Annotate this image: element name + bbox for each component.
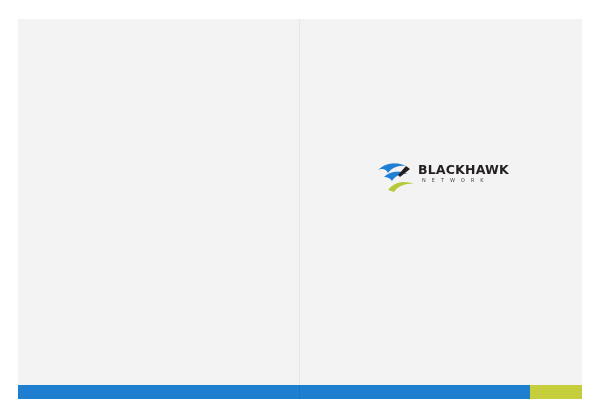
blackhawk-network-logo: BLACKHAWK NETWORK <box>376 160 516 196</box>
bottom-bar-fold-seam <box>299 385 300 399</box>
bottom-blue-bar <box>18 385 530 399</box>
bottom-green-bar <box>530 385 582 399</box>
blackhawk-swoosh-icon <box>378 163 414 192</box>
center-fold-line <box>299 19 300 385</box>
logo-wordmark: BLACKHAWK <box>418 162 509 177</box>
logo-tagline: NETWORK <box>422 178 490 184</box>
presentation-folder: BLACKHAWK NETWORK <box>18 19 582 399</box>
